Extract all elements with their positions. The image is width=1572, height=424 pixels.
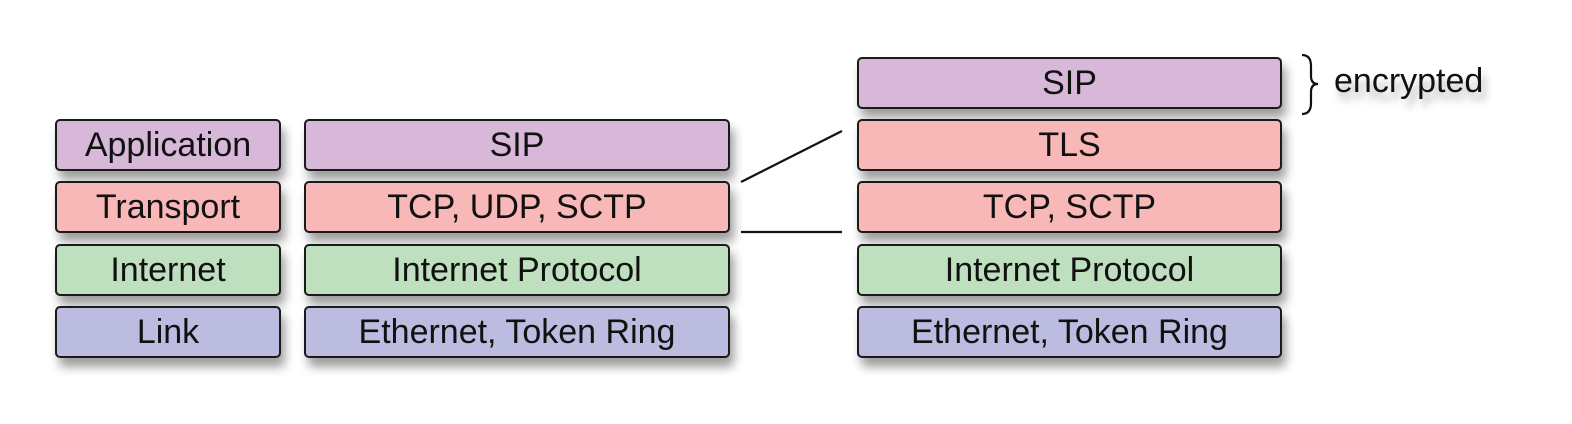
layer-internet: Internet: [55, 244, 281, 296]
plain-link-box: Ethernet, Token Ring: [304, 306, 730, 358]
plain-internet-box: Internet Protocol: [304, 244, 730, 296]
secure-transport-box: TCP, SCTP: [857, 181, 1282, 233]
layer-link: Link: [55, 306, 281, 358]
encrypted-label: encrypted: [1334, 62, 1484, 100]
secure-sip-box: SIP: [857, 57, 1282, 109]
zoom-line-top: [740, 130, 843, 183]
layer-application: Application: [55, 119, 281, 171]
plain-transport-box: TCP, UDP, SCTP: [304, 181, 730, 233]
secure-internet-box: Internet Protocol: [857, 244, 1282, 296]
encrypted-brace-icon: [1301, 53, 1319, 116]
secure-tls-box: TLS: [857, 119, 1282, 171]
plain-sip-box: SIP: [304, 119, 730, 171]
layer-transport: Transport: [55, 181, 281, 233]
secure-link-box: Ethernet, Token Ring: [857, 306, 1282, 358]
